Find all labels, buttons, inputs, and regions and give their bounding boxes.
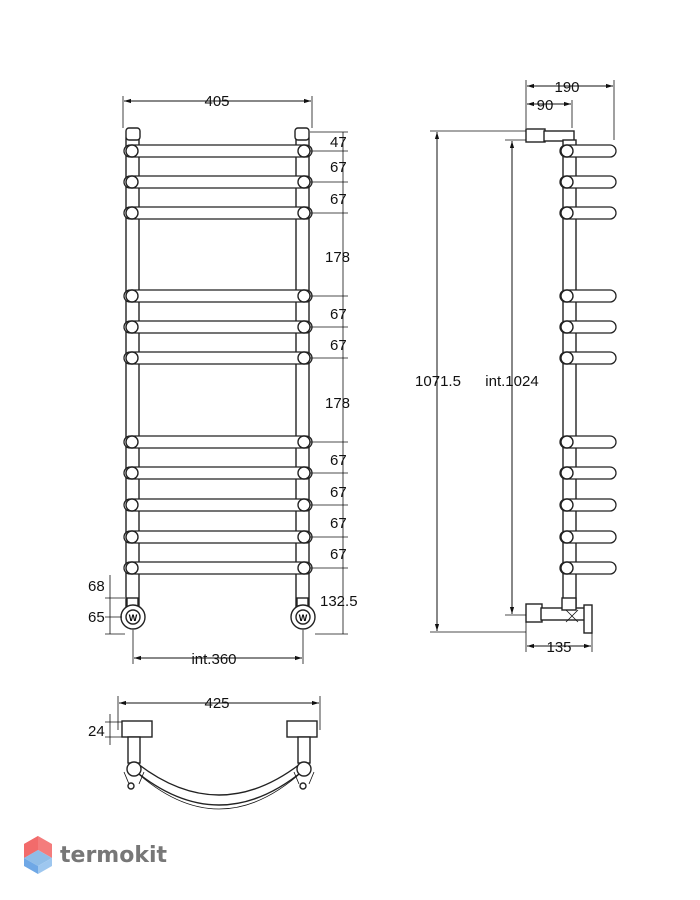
- right-bracket-arm: [297, 736, 311, 764]
- spacing-label: 67: [330, 452, 347, 469]
- center-distance-label: int.360: [191, 651, 236, 668]
- spacing-label: 178: [325, 249, 350, 266]
- rail: [123, 175, 313, 189]
- left-65-label: 65: [88, 609, 105, 626]
- rail: [123, 530, 313, 544]
- rail: [123, 498, 313, 512]
- left-68-label: 68: [88, 578, 105, 595]
- spacing-label: 67: [330, 306, 347, 323]
- rail-end: [559, 466, 617, 480]
- left-valve: W: [120, 597, 146, 630]
- brand-name: termokit: [60, 843, 167, 868]
- top-right-valve: [293, 761, 315, 790]
- termokit-logo-icon: [24, 836, 52, 874]
- top-left-valve: [123, 761, 145, 790]
- rail: [123, 561, 313, 575]
- front-rails: [123, 144, 313, 575]
- total-height-label: 1071.5: [415, 373, 461, 390]
- rail: [123, 206, 313, 220]
- bottom-offset-label: 132.5: [320, 593, 358, 610]
- left-top-cap: [125, 127, 141, 141]
- right-valve: W: [290, 597, 316, 630]
- width-405-label: 405: [204, 93, 229, 110]
- top-view: 425 24: [88, 695, 321, 810]
- depth-wall-label: 90: [537, 97, 554, 114]
- spacing-label: 67: [330, 337, 347, 354]
- rail-end: [559, 144, 617, 158]
- left-dimension-chain: [105, 575, 125, 635]
- curved-rail-outer: [133, 769, 305, 810]
- left-wall-plate: [121, 720, 153, 738]
- brand-logo: termokit: [24, 836, 167, 874]
- spacing-label: 47: [330, 134, 347, 151]
- right-wall-plate: [286, 720, 318, 738]
- spacing-label: 67: [330, 159, 347, 176]
- rail-end: [559, 351, 617, 365]
- bottom-depth-label: 135: [546, 639, 571, 656]
- spacing-label: 67: [330, 191, 347, 208]
- interaxial-height-label: int.1024: [485, 373, 538, 390]
- spacing-label: 178: [325, 395, 350, 412]
- depth-total-label: 190: [554, 79, 579, 96]
- side-rails: [559, 144, 617, 575]
- rail: [123, 144, 313, 158]
- rail: [123, 466, 313, 480]
- valve-mark-right: W: [299, 613, 308, 623]
- rail-end: [559, 175, 617, 189]
- rail-end: [559, 498, 617, 512]
- rail-end: [559, 289, 617, 303]
- rail-end: [559, 206, 617, 220]
- curved-rail: [133, 762, 305, 806]
- rail-end: [559, 320, 617, 334]
- valve-mark-left: W: [129, 613, 138, 623]
- side-valve: [525, 597, 593, 634]
- rail-end: [559, 435, 617, 449]
- right-top-cap: [294, 127, 310, 141]
- rail: [123, 289, 313, 303]
- rail: [123, 320, 313, 334]
- bracket-depth-label: 24: [88, 723, 105, 740]
- rail-end: [559, 561, 617, 575]
- side-view: 190 90: [415, 79, 617, 656]
- top-width-label: 425: [204, 695, 229, 712]
- spacing-dimension-chain: [310, 131, 348, 635]
- spacing-label: 67: [330, 546, 347, 563]
- wall-bracket-top: [525, 128, 546, 143]
- bracket-arm-top: [543, 130, 575, 142]
- rail: [123, 351, 313, 365]
- spacing-label: 67: [330, 484, 347, 501]
- rail: [123, 435, 313, 449]
- spacing-label: 67: [330, 515, 347, 532]
- front-view: 405 W: [88, 93, 358, 668]
- left-bracket-arm: [127, 736, 141, 764]
- rail-end: [559, 530, 617, 544]
